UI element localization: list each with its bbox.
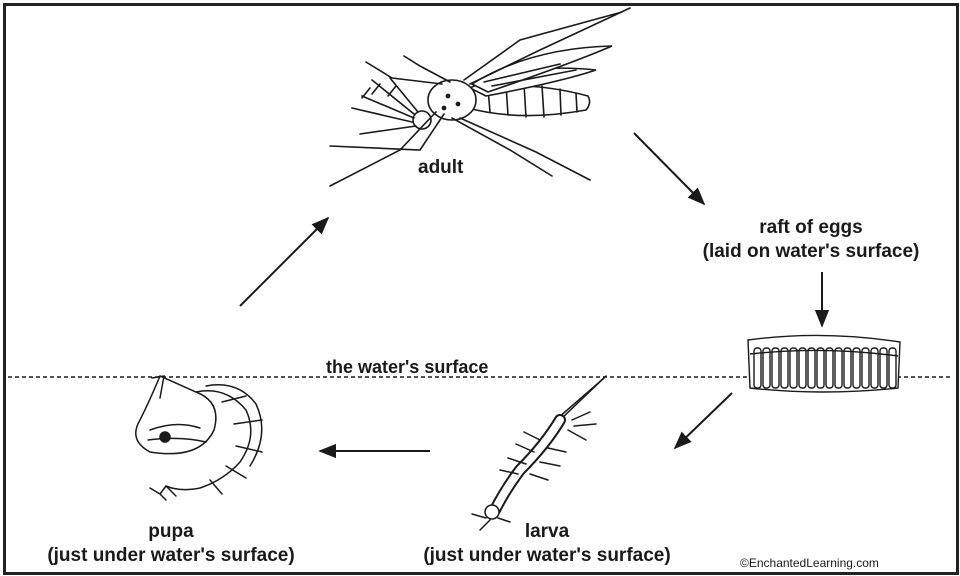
egg	[835, 348, 842, 388]
label-adult: adult	[418, 156, 463, 180]
arrow-adult-to-eggs	[634, 133, 704, 204]
adult-mosquito-drawing	[330, 8, 630, 186]
label-pupa-title: pupa	[10, 520, 332, 544]
egg	[844, 348, 851, 388]
pupa-drawing	[136, 376, 262, 500]
label-egg-raft-note: (laid on water's surface)	[676, 240, 946, 264]
larva-drawing	[472, 376, 606, 530]
arrow-eggs-to-larva	[675, 393, 732, 448]
egg	[781, 348, 788, 388]
arrow-pupa-to-adult	[240, 218, 328, 306]
egg	[817, 348, 824, 388]
egg-raft-drawing	[748, 335, 900, 392]
label-pupa-note: (just under water's surface)	[10, 544, 332, 568]
egg	[772, 348, 779, 388]
label-water-surface: the water's surface	[326, 356, 488, 379]
egg	[763, 348, 770, 388]
label-larva: larva (just under water's surface)	[388, 520, 706, 568]
label-larva-note: (just under water's surface)	[388, 544, 706, 568]
egg	[826, 348, 833, 388]
egg	[808, 348, 815, 388]
egg	[799, 348, 806, 388]
label-egg-raft: raft of eggs (laid on water's surface)	[676, 216, 946, 264]
label-larva-title: larva	[388, 520, 706, 544]
label-egg-raft-title: raft of eggs	[676, 216, 946, 240]
egg	[853, 348, 860, 388]
egg	[862, 348, 869, 388]
copyright-credit: ©EnchantedLearning.com	[740, 556, 879, 570]
cycle-arrows	[240, 133, 822, 451]
label-pupa: pupa (just under water's surface)	[10, 520, 332, 568]
egg	[790, 348, 797, 388]
egg	[889, 348, 896, 388]
